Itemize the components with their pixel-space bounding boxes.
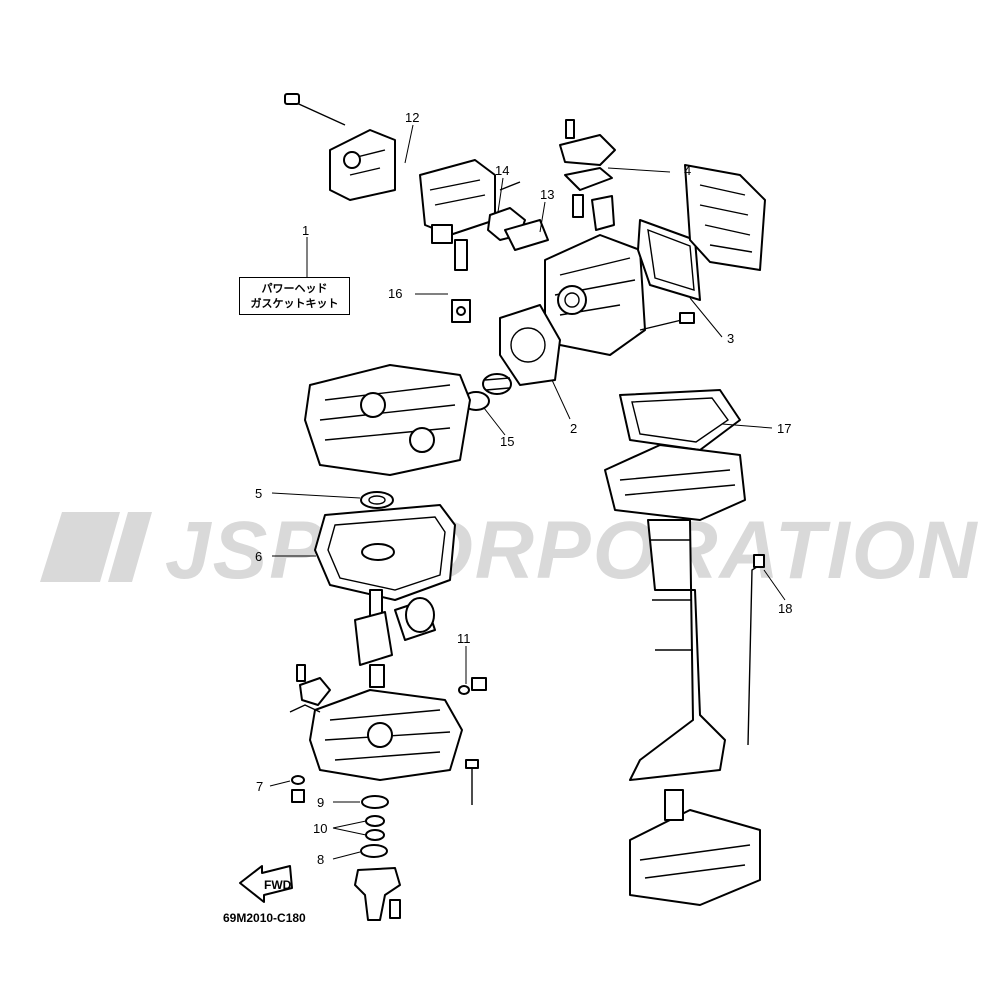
- callout-5: 5: [255, 486, 262, 501]
- callout-7: 7: [256, 779, 263, 794]
- bolt-group-right: [458, 677, 487, 805]
- callout-11: 11: [457, 631, 471, 646]
- intake-silencer-assembly: [284, 93, 396, 201]
- callout-2: 2: [570, 421, 577, 436]
- drawing-code: 69M2010-C180: [223, 911, 306, 925]
- head-cover-gasket: [637, 219, 701, 301]
- callout-4: 4: [684, 163, 691, 178]
- kit-label-line1: パワーヘッド: [261, 282, 328, 295]
- fuel-pump-assembly: [559, 119, 616, 231]
- crankshaft-piston: [354, 589, 436, 688]
- cylinder-head: [544, 234, 695, 356]
- callout-6: 6: [255, 549, 262, 564]
- callout-9: 9: [317, 795, 324, 810]
- callout-16: 16: [388, 286, 402, 301]
- callout-12: 12: [405, 110, 419, 125]
- oil-seal-5: [360, 491, 394, 509]
- thermostat: [482, 373, 512, 395]
- lower-casing: [629, 789, 761, 906]
- cylinder-head-gasket: [499, 304, 561, 386]
- callout-1: 1: [302, 223, 309, 238]
- callout-17: 17: [777, 421, 791, 436]
- callout-15: 15: [500, 434, 514, 449]
- callout-labels: 1 2 3 4 5 6 7 8 9 10 11 12 13 14 15 16 1…: [255, 110, 792, 867]
- callout-10: 10: [313, 821, 327, 836]
- cylinder-block: [304, 364, 471, 476]
- crankcase: [289, 664, 463, 781]
- water-tube: [747, 554, 765, 746]
- intake-adapter: [487, 207, 549, 251]
- callout-13: 13: [540, 187, 554, 202]
- crankcase-gasket: [314, 504, 456, 601]
- watermark: JSP CORPORATION: [40, 505, 979, 596]
- leader-lines: [269, 124, 786, 860]
- callout-8: 8: [317, 852, 324, 867]
- callout-14: 14: [495, 163, 509, 178]
- callout-3: 3: [727, 331, 734, 346]
- fwd-label: FWD: [264, 878, 292, 892]
- upper-casing-gasket: [619, 389, 741, 451]
- fwd-arrow: FWD: [239, 865, 293, 903]
- watermark-text: JSP CORPORATION: [165, 505, 979, 596]
- gasket-kit-label: パワーヘッド ガスケットキット: [239, 277, 350, 315]
- oil-pump-housing: [354, 867, 401, 921]
- callout-18: 18: [778, 601, 792, 616]
- cylinder-head-cover: [684, 164, 766, 271]
- upper-casing: [604, 444, 746, 781]
- kit-label-line2: ガスケットキット: [250, 297, 339, 310]
- fuel-connector: [451, 239, 471, 323]
- drain-parts: [291, 775, 389, 858]
